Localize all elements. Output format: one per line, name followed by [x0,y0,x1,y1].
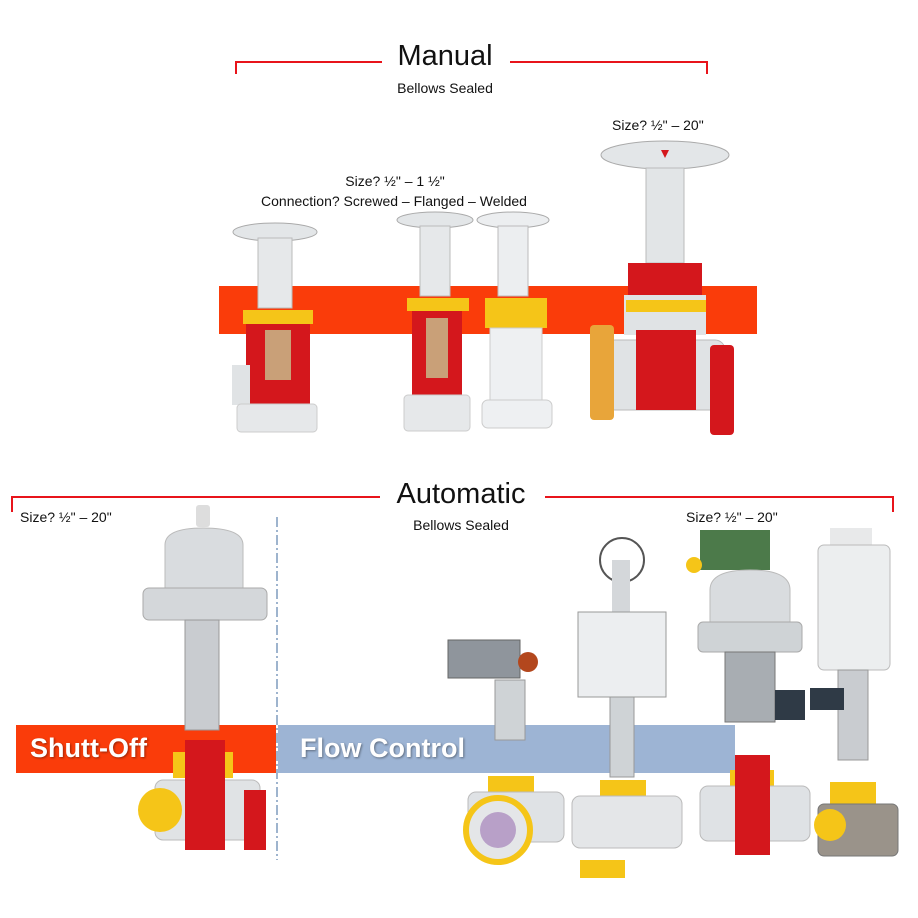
automatic-bracket [11,496,894,512]
manual-subtitle: Bellows Sealed [397,80,493,96]
manual-valve-small-flanged [232,222,318,433]
shutoff-label: Shutt-Off [30,733,147,763]
manual-title: Manual [397,40,493,72]
automatic-size-left-label: Size? ½" – 20" [20,509,112,525]
shutoff-actuated-valve [138,505,268,850]
manual-valve-small-screwed [396,211,474,432]
automatic-subtitle: Bellows Sealed [413,517,509,533]
manual-bracket [235,61,708,74]
manual-size-large-label: Size? ½" – 20" [612,117,704,133]
flow-control-label: Flow Control [300,733,465,763]
flow-control-valve-actuated-steel [810,528,899,857]
manual-size-small-label: Size? ½" – 1 ½" [345,173,445,189]
automatic-title: Automatic [396,478,526,510]
automatic-size-right-label: Size? ½" – 20" [686,509,778,525]
manual-valve-large-flanged [590,140,734,435]
manual-connection-label: Connection? Screwed – Flanged – Welded [261,193,527,209]
manual-valve-small-welded [476,211,553,429]
flow-control-valve-positioner-cutaway [686,530,811,855]
flow-control-valve-electric [447,639,565,865]
flow-control-valve-pneumatic [571,537,683,878]
